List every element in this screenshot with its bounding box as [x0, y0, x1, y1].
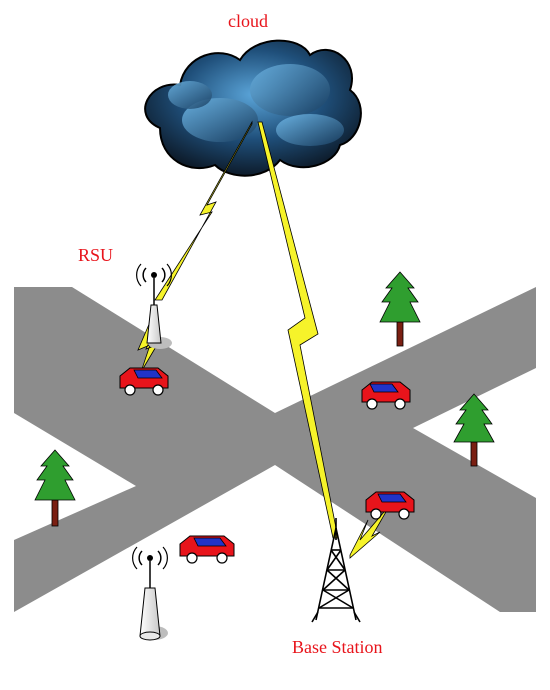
tree-icon — [453, 393, 495, 467]
rsu-label: RSU — [78, 245, 114, 265]
cloud-puff — [276, 114, 344, 146]
lightning-icon — [349, 504, 391, 559]
tree-icon — [34, 449, 76, 527]
car-icon — [179, 535, 235, 564]
car-icon — [365, 491, 415, 520]
cloud-label: cloud — [228, 11, 268, 31]
tree-icon — [379, 271, 421, 347]
cloud-puff — [250, 64, 330, 116]
cloud-puff — [182, 98, 258, 142]
road-segment — [14, 287, 536, 612]
road-intersection — [14, 287, 536, 612]
lightning-icon — [154, 120, 253, 301]
car-icon — [361, 381, 411, 410]
base-station-label: Base Station — [292, 637, 383, 657]
rsu-tower-icon — [136, 263, 172, 349]
rsu-tower-icon — [132, 546, 168, 641]
base-station-tower-icon — [311, 518, 361, 623]
cloud-icon — [144, 39, 362, 177]
car-icon — [119, 367, 169, 396]
cloud-puff — [168, 81, 212, 109]
